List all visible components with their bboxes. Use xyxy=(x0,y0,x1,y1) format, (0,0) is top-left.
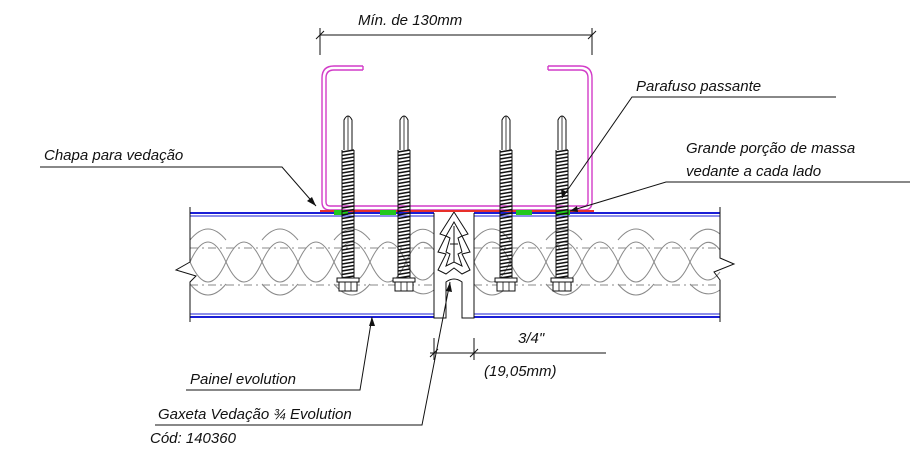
screw-2 xyxy=(392,115,416,292)
sealant-beads xyxy=(334,210,570,215)
screw-1 xyxy=(336,115,360,292)
joint-width-mm-label: (19,05mm) xyxy=(484,363,557,380)
gasket xyxy=(433,211,475,319)
left-panel xyxy=(174,207,435,322)
screws xyxy=(336,115,574,292)
panel-label: Painel evolution xyxy=(190,371,296,388)
sealing-plate-label: Chapa para vedação xyxy=(44,147,183,164)
sealant-label-line2: vedante a cada lado xyxy=(686,163,821,180)
leader-arrows xyxy=(307,189,578,326)
steel-channel xyxy=(321,65,593,211)
sealant-label-line1: Grande porção de massa xyxy=(686,140,855,157)
joint-width-label: 3/4" xyxy=(518,330,545,347)
gasket-code-label: Cód: 140360 xyxy=(150,430,237,447)
left-break-line xyxy=(174,207,197,322)
screw-4 xyxy=(550,115,574,292)
leader-lines xyxy=(40,96,910,426)
joint-width-dimension xyxy=(429,338,606,360)
right-break-line xyxy=(713,207,736,322)
gasket-label: Gaxeta Vedação ¾ Evolution xyxy=(158,406,352,423)
screw-label: Parafuso passante xyxy=(636,78,761,95)
screw-3 xyxy=(494,115,518,292)
min-width-dimension xyxy=(315,28,597,55)
min-width-label: Mín. de 130mm xyxy=(358,12,462,29)
right-panel xyxy=(473,207,736,322)
